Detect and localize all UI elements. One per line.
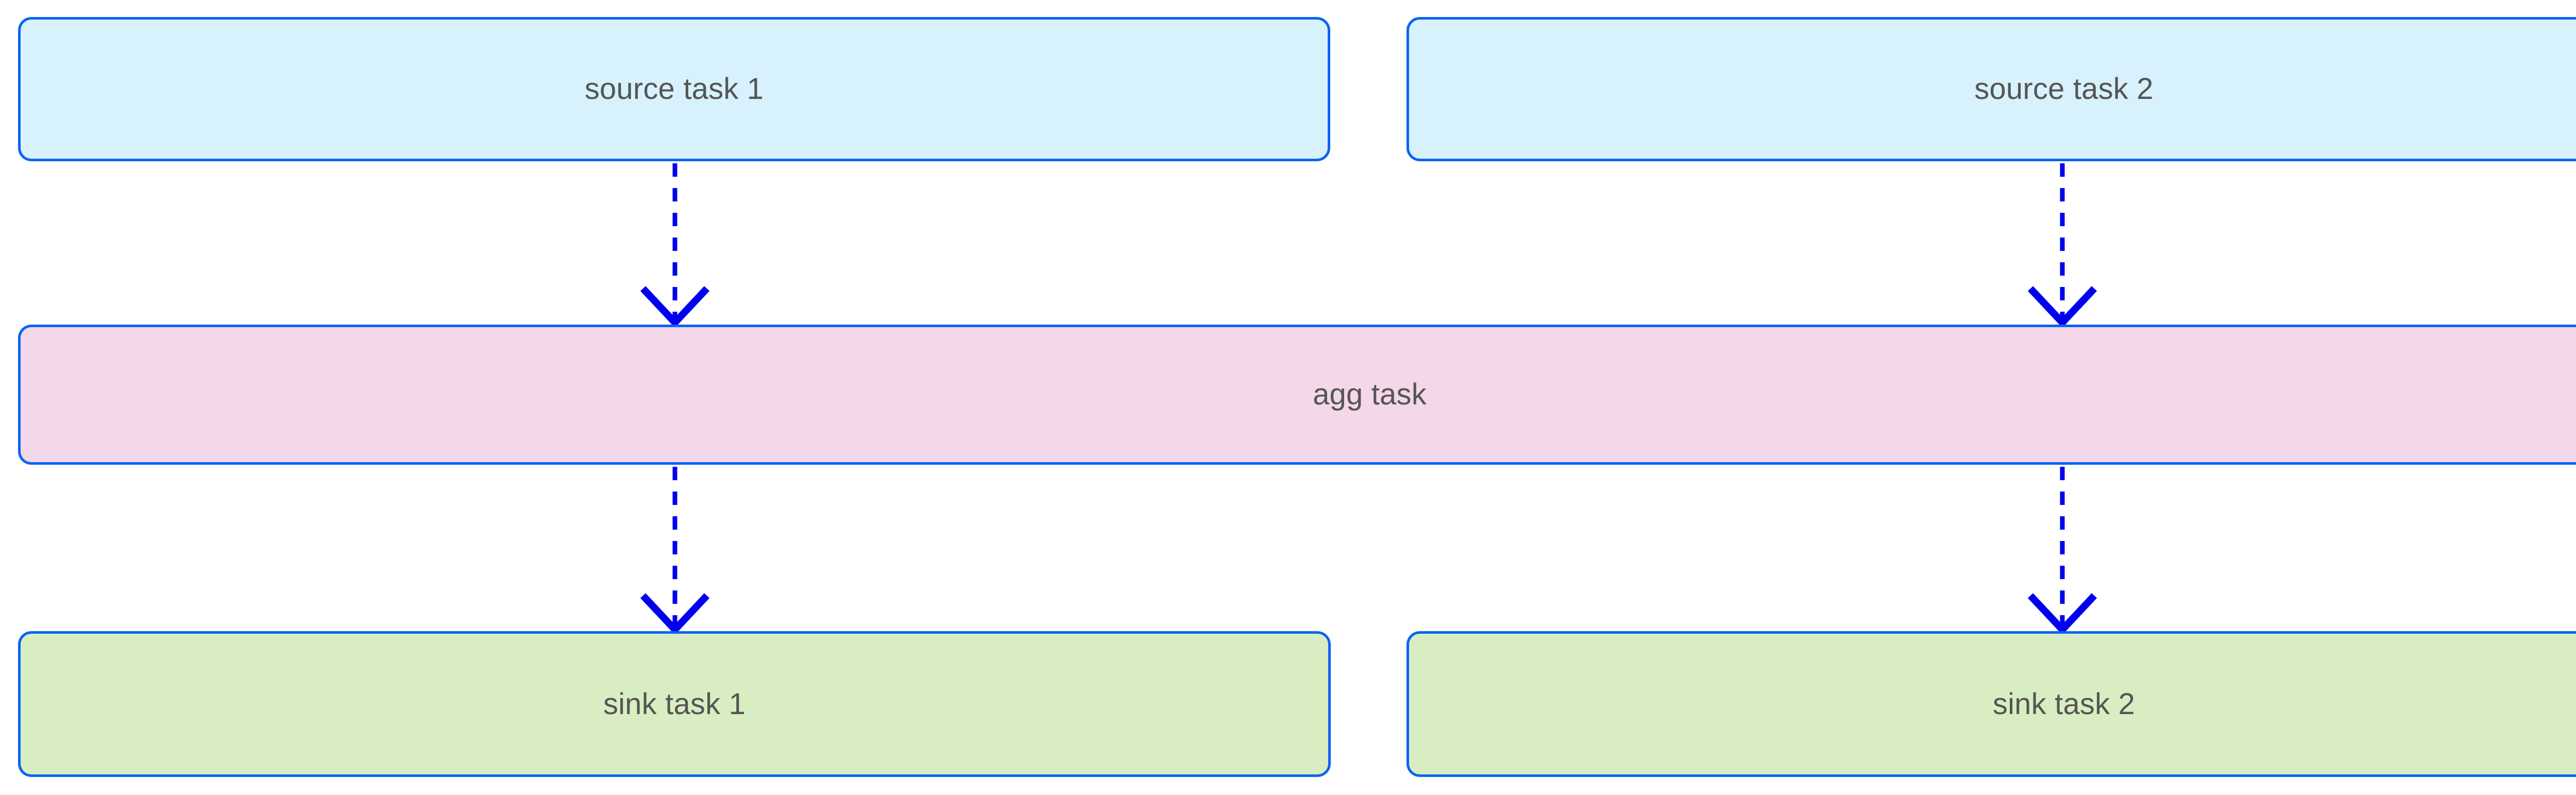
arrowhead-icon <box>640 593 710 635</box>
edge-agg-to-sink2 <box>2027 467 2097 635</box>
node-agg-task[interactable]: agg task <box>18 325 2576 465</box>
edge-source1-to-agg <box>640 163 710 328</box>
edge-agg-to-sink1 <box>640 467 710 635</box>
node-label: sink task 1 <box>603 687 746 721</box>
arrowhead-icon <box>640 286 710 328</box>
node-source-task-2[interactable]: source task 2 <box>1406 17 2576 161</box>
node-label: agg task <box>1313 378 1427 412</box>
node-source-task-1[interactable]: source task 1 <box>18 17 1330 161</box>
node-sink-task-1[interactable]: sink task 1 <box>18 631 1331 777</box>
node-label: source task 1 <box>584 72 764 106</box>
node-sink-task-2[interactable]: sink task 2 <box>1406 631 2576 777</box>
arrowhead-icon <box>2027 593 2097 635</box>
edge-source2-to-agg <box>2027 163 2097 328</box>
arrowhead-icon <box>2027 286 2097 328</box>
node-label: sink task 2 <box>1992 687 2136 721</box>
node-label: source task 2 <box>1974 72 2154 106</box>
